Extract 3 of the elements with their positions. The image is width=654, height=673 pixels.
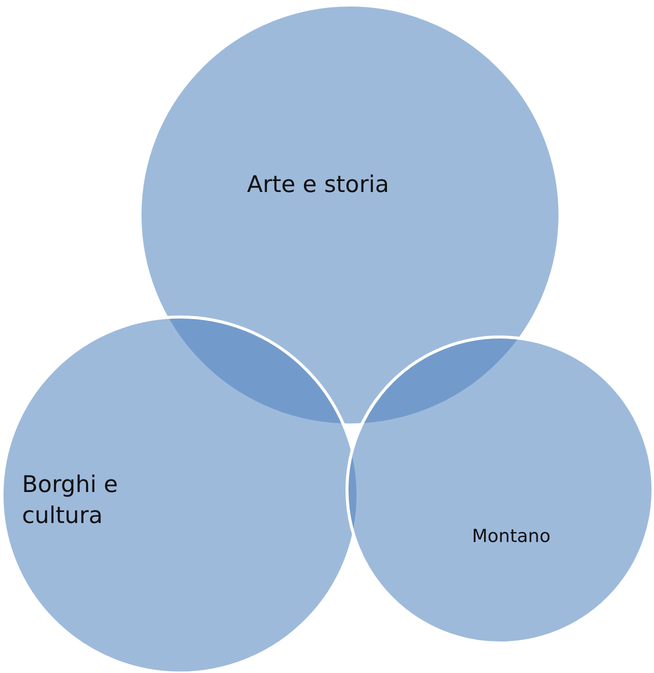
circle-label: Borghi e cultura — [22, 471, 119, 532]
circle-label: Montano — [472, 525, 552, 549]
circle-label: Arte e storia — [247, 171, 390, 200]
